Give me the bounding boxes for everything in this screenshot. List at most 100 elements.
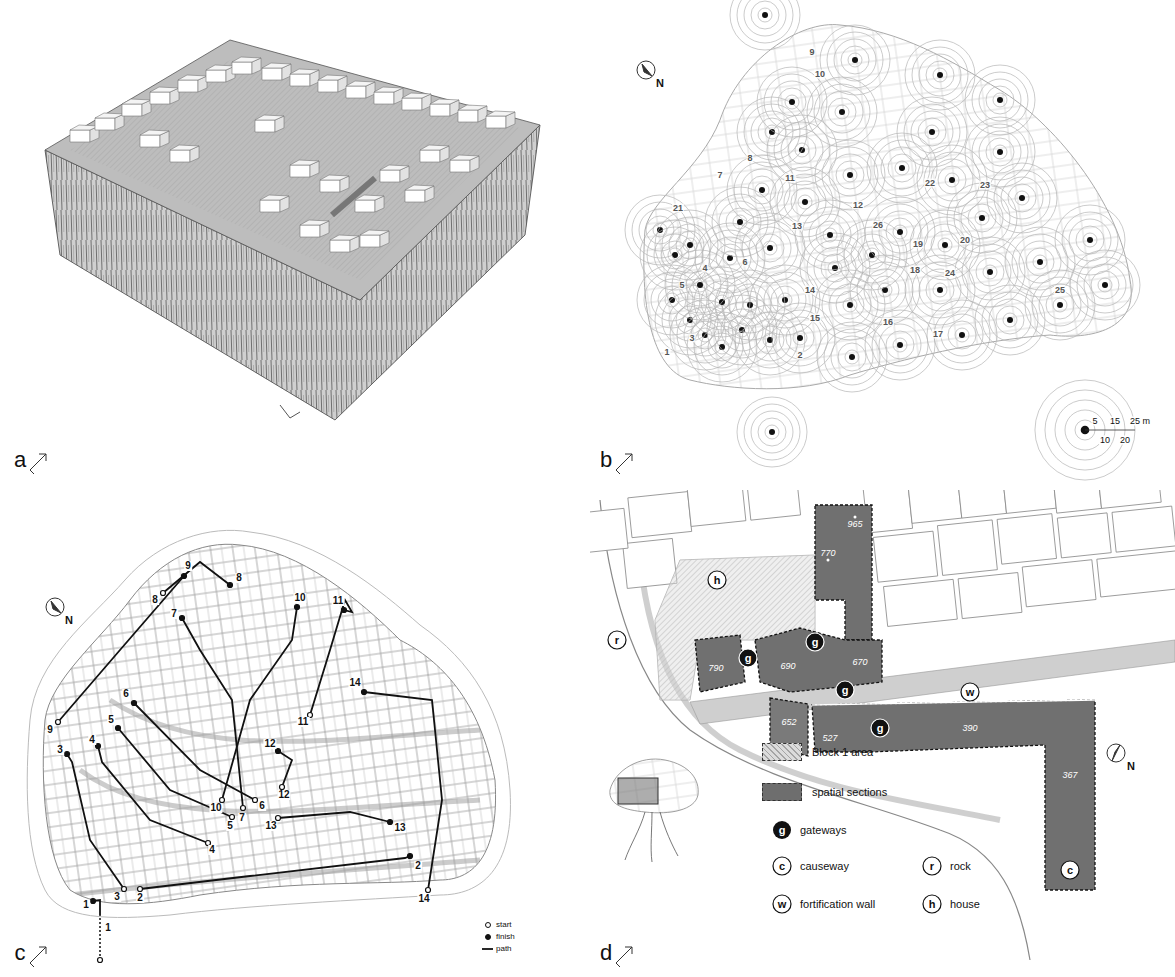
route-map bbox=[27, 530, 510, 962]
legend-text: path bbox=[496, 945, 512, 953]
scale-value: 25 m bbox=[1129, 417, 1151, 426]
north-label: N bbox=[65, 615, 73, 626]
building-number: 25 bbox=[1054, 286, 1066, 295]
legend-text: Block 1 area bbox=[812, 747, 873, 758]
route-number: 13 bbox=[264, 821, 277, 831]
legend-text: finish bbox=[496, 933, 515, 941]
building-catchment-map bbox=[625, 0, 1140, 480]
route-number: 3 bbox=[56, 745, 64, 755]
building-number: 4 bbox=[701, 264, 708, 273]
route-number: 7 bbox=[170, 609, 178, 619]
section-value: 965 bbox=[847, 520, 862, 529]
building-number: 8 bbox=[746, 154, 753, 163]
building-number: 7 bbox=[716, 171, 723, 180]
building-number: 5 bbox=[678, 281, 685, 290]
section-value: 390 bbox=[962, 724, 977, 733]
map-symbol-letter: r bbox=[615, 635, 619, 646]
section-value: 690 bbox=[780, 662, 795, 671]
north-arrow bbox=[30, 454, 632, 967]
section-value: 527 bbox=[822, 734, 837, 743]
route-number: 10 bbox=[293, 593, 306, 603]
legend-text: rock bbox=[950, 861, 971, 872]
map-symbol-letter: r bbox=[930, 861, 934, 872]
inset-map bbox=[610, 759, 698, 862]
building-number: 13 bbox=[791, 222, 803, 231]
building-number: 26 bbox=[872, 221, 884, 230]
route-number: 5 bbox=[107, 715, 115, 725]
legend-sample bbox=[773, 821, 941, 913]
section-value: 652 bbox=[781, 718, 796, 727]
gateway-letter: g bbox=[877, 723, 884, 734]
route-number: 5 bbox=[226, 821, 234, 831]
route-number: 11 bbox=[332, 596, 345, 606]
section-value: 770 bbox=[820, 549, 835, 558]
route-number: 6 bbox=[122, 689, 130, 699]
panel-letter: d bbox=[600, 942, 612, 964]
building-number: 18 bbox=[909, 266, 921, 275]
map-symbol-letter: h bbox=[714, 575, 721, 586]
building-number: 11 bbox=[784, 174, 796, 183]
route-number: 14 bbox=[417, 894, 430, 904]
scale-value: 20 bbox=[1119, 436, 1131, 445]
building-number: 15 bbox=[809, 314, 821, 323]
legend-swatch bbox=[762, 743, 802, 761]
route-number: 10 bbox=[209, 803, 222, 813]
building-number: 2 bbox=[796, 351, 803, 360]
legend-sample bbox=[482, 923, 493, 950]
map-symbol-letter: w bbox=[778, 899, 787, 910]
legend-text: start bbox=[496, 921, 512, 929]
building-number: 23 bbox=[979, 181, 991, 190]
route-number: 13 bbox=[393, 823, 406, 833]
plateau-illustration bbox=[45, 40, 540, 420]
map-symbol-letter: c bbox=[779, 861, 785, 872]
scale-value: 15 bbox=[1109, 417, 1121, 426]
detail-map bbox=[590, 490, 1175, 960]
section-value: 367 bbox=[1062, 771, 1077, 780]
building-number: 9 bbox=[808, 48, 815, 57]
panel-letter: b bbox=[600, 449, 612, 471]
route-number: 8 bbox=[151, 595, 159, 605]
route-number: 1 bbox=[82, 900, 90, 910]
route-number: 9 bbox=[184, 561, 192, 571]
map-symbol-letter: w bbox=[966, 687, 975, 698]
building-number: 20 bbox=[959, 236, 971, 245]
route-number: 6 bbox=[258, 801, 266, 811]
legend-text: spatial sections bbox=[812, 787, 887, 798]
scale-value: 5 bbox=[1091, 417, 1098, 426]
route-number: 4 bbox=[88, 735, 96, 745]
north-label: N bbox=[1127, 761, 1135, 772]
map-symbol-letter: c bbox=[1067, 865, 1073, 876]
route-number: 1 bbox=[104, 923, 112, 933]
building-number: 16 bbox=[882, 318, 894, 327]
north-label: N bbox=[656, 78, 664, 89]
building-number: 21 bbox=[672, 204, 684, 213]
gateway-letter: g bbox=[812, 637, 819, 648]
route-number: 9 bbox=[46, 725, 54, 735]
route-number: 7 bbox=[238, 813, 246, 823]
building-number: 12 bbox=[852, 201, 864, 210]
route-number: 2 bbox=[136, 893, 144, 903]
panel-letter: c bbox=[15, 942, 26, 964]
building-number: 14 bbox=[804, 286, 816, 295]
scale-value: 10 bbox=[1099, 436, 1111, 445]
section-value: 670 bbox=[852, 658, 867, 667]
legend-text: house bbox=[950, 899, 980, 910]
building-number: 1 bbox=[663, 348, 670, 357]
building-number: 3 bbox=[688, 334, 695, 343]
route-number: 11 bbox=[297, 717, 310, 727]
route-number: 14 bbox=[348, 678, 361, 688]
building-number: 19 bbox=[912, 240, 924, 249]
panel-letter: a bbox=[14, 449, 26, 471]
route-number: 12 bbox=[277, 790, 290, 800]
map-symbol-letter: h bbox=[929, 899, 936, 910]
building-number: 22 bbox=[924, 179, 936, 188]
gateway-letter: g bbox=[842, 685, 849, 696]
route-number: 8 bbox=[235, 573, 243, 583]
building-number: 10 bbox=[814, 70, 826, 79]
route-number: 12 bbox=[263, 739, 276, 749]
building-number: 24 bbox=[944, 269, 956, 278]
route-number: 2 bbox=[414, 861, 422, 871]
building-number: 6 bbox=[741, 258, 748, 267]
